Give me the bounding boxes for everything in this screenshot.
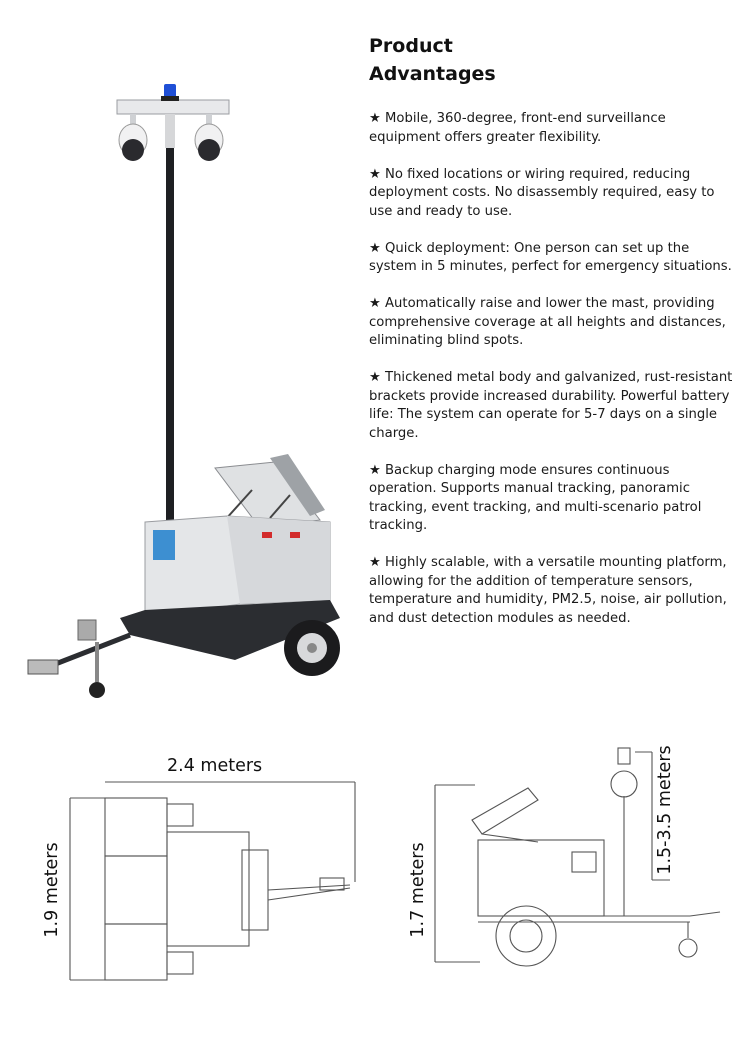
dimension-height-label: 1.7 meters — [408, 842, 428, 938]
page-title: Product Advantages — [369, 32, 729, 88]
advantage-item: ★ Automatically raise and lower the mast… — [369, 296, 726, 348]
title-line-2: Advantages — [369, 63, 496, 85]
ptz-camera-left — [118, 114, 148, 161]
jockey-wheel — [89, 682, 105, 698]
advantage-item: ★ No fixed locations or wiring required,… — [369, 166, 715, 219]
solar-panel — [270, 454, 325, 516]
advantage-item: ★ Thickened metal body and galvanized, r… — [369, 370, 733, 441]
trailer-base — [120, 600, 340, 660]
trailer-photo — [27, 84, 340, 698]
advantage-item: ★ Highly scalable, with a versatile moun… — [369, 555, 727, 626]
mast-head — [165, 114, 175, 148]
camera-crossbar — [116, 99, 230, 115]
advantages-list: ★ Mobile, 360-degree, front-end surveill… — [369, 110, 741, 647]
ptz-camera-right — [194, 114, 224, 161]
dimension-mast-label: 1.5-3.5 meters — [655, 745, 675, 875]
advantage-item: ★ Mobile, 360-degree, front-end surveill… — [369, 111, 666, 145]
mast — [166, 148, 174, 626]
advantage-item: ★ Quick deployment: One person can set u… — [369, 240, 732, 275]
advantage-item: ★ Backup charging mode ensures continuou… — [369, 462, 702, 534]
hitch — [27, 659, 59, 675]
top-view-diagram — [69, 781, 356, 981]
control-panel — [153, 530, 175, 560]
beacon-base — [161, 96, 179, 101]
title-line-1: Product — [369, 35, 453, 57]
dimension-width-label: 1.9 meters — [42, 842, 62, 938]
side-view-diagram — [434, 747, 721, 967]
solar-lid — [214, 461, 321, 529]
dimension-length-label: 2.4 meters — [167, 756, 263, 776]
